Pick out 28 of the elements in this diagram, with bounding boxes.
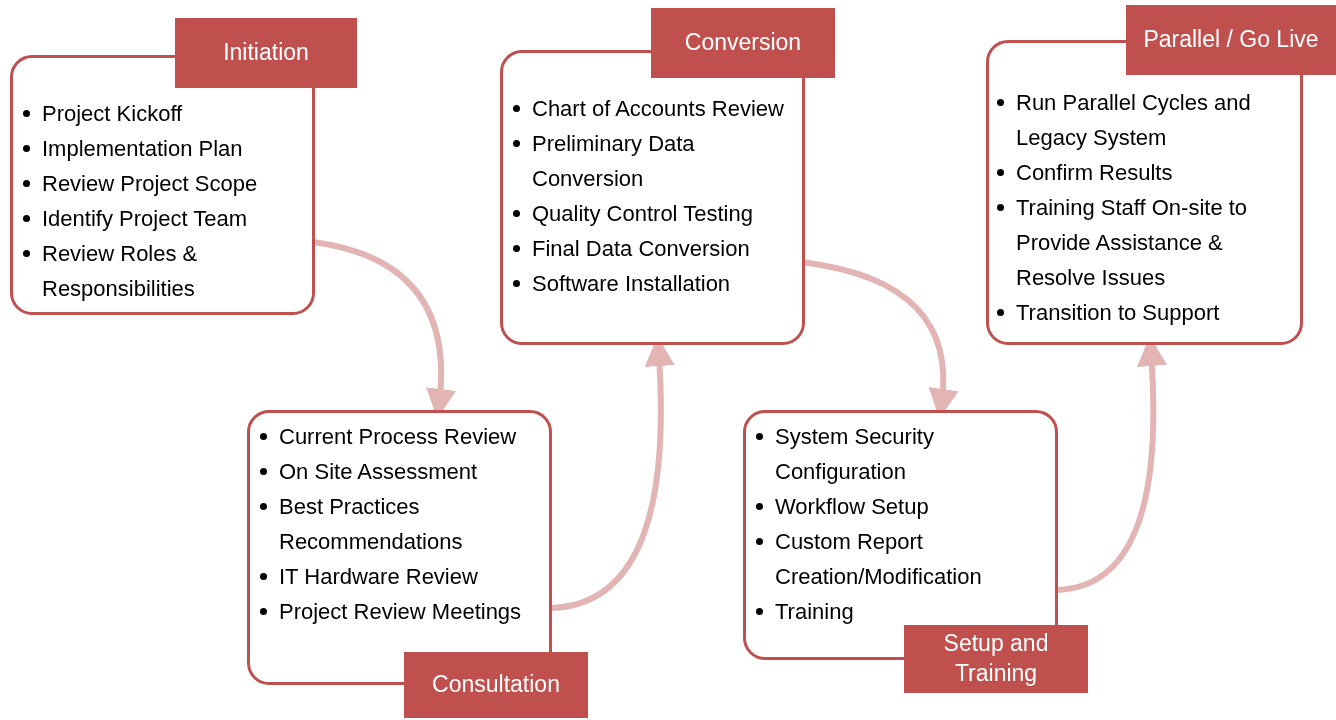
bullet-item: Current Process Review — [279, 423, 517, 451]
bullet-item: Review Roles & Responsibilities — [42, 240, 199, 303]
stage-title-tab: Setup and Training — [904, 625, 1088, 693]
stage-title-tab: Conversion — [651, 8, 835, 78]
bullet-item: Transition to Support — [1016, 299, 1220, 327]
bullet-item: Implementation Plan — [42, 135, 243, 163]
bullet-item: Project Kickoff — [42, 100, 183, 128]
bullet-item: Chart of Accounts Review — [532, 95, 784, 123]
bullet-item: On Site Assessment — [279, 458, 478, 486]
bullet-item: Review Project Scope — [42, 170, 258, 198]
stage-title-tab: Parallel / Go Live — [1126, 5, 1336, 75]
bullet-item: Confirm Results — [1016, 159, 1173, 187]
bullet-item: IT Hardware Review — [279, 563, 478, 591]
bullet-item: Run Parallel Cycles and Legacy System — [1016, 89, 1252, 152]
bullet-item: Preliminary Data Conversion — [532, 130, 696, 193]
bullet-item: Software Installation — [532, 270, 731, 298]
bullet-item: Final Data Conversion — [532, 235, 750, 263]
bullet-item: Custom Report Creation/Modification — [775, 528, 983, 591]
bullet-item: Training Staff On-site to Provide Assistance & Resolve Issues — [1016, 194, 1249, 292]
bullet-item: Identify Project Team — [42, 205, 248, 233]
bullet-item: Best Practices Recommendations — [279, 493, 464, 556]
bullet-item: Project Review Meetings — [279, 598, 522, 626]
stage-title-tab: Consultation — [404, 652, 588, 718]
bullet-item: System Security Configuration — [775, 423, 935, 486]
bullet-item: Quality Control Testing — [532, 200, 753, 228]
bullet-item: Workflow Setup — [775, 493, 929, 521]
stage-title-tab: Initiation — [175, 18, 357, 88]
bullet-item: Training — [775, 598, 854, 626]
